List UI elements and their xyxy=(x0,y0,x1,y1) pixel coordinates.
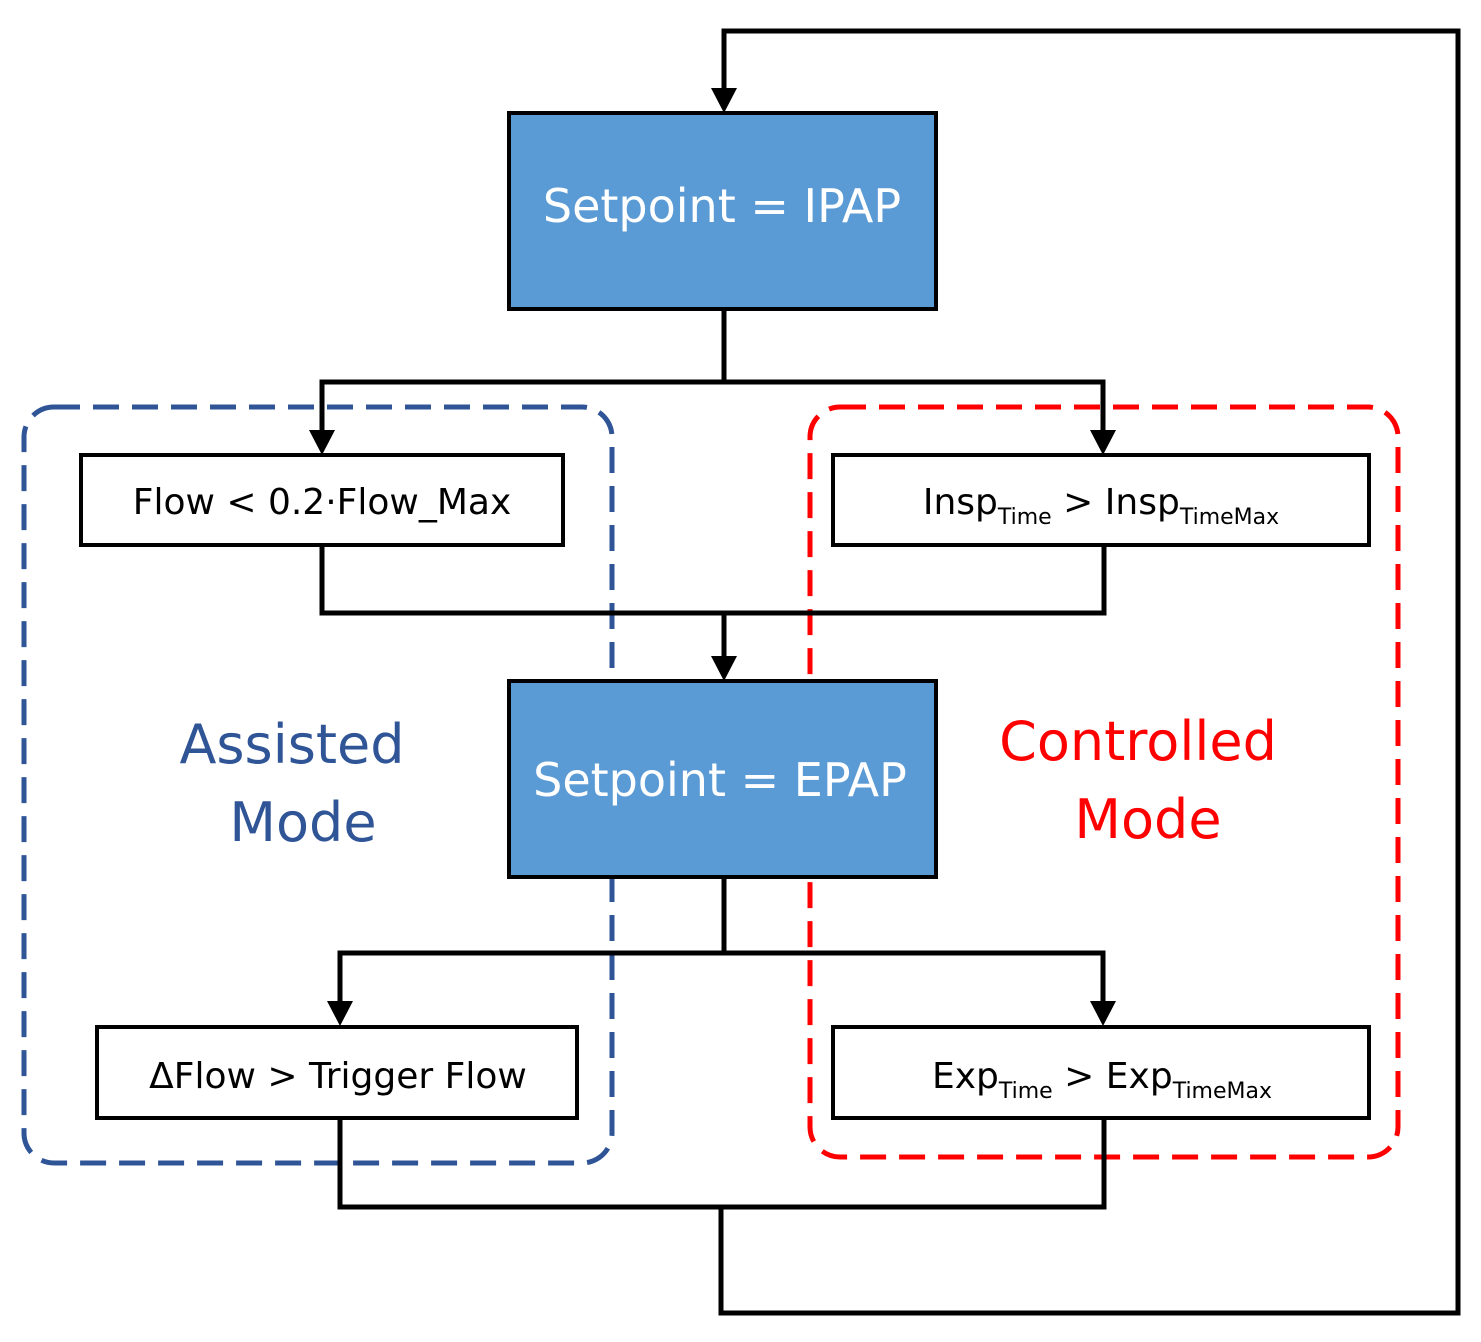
controlled-mode-line1: Controlled xyxy=(999,710,1277,773)
arrowhead-into-insp-condition xyxy=(1090,430,1116,455)
controlled-mode-line2: Mode xyxy=(1074,788,1221,851)
feedback-loop-connector xyxy=(718,28,1461,1316)
arrowhead-into-flow-condition xyxy=(309,430,335,455)
flow-condition-label: Flow < 0.2·Flow_Max xyxy=(133,482,512,523)
setpoint-ipap-node: Setpoint = IPAP xyxy=(507,111,938,311)
arrowhead-into-ipap xyxy=(711,88,737,113)
delta-flow-condition-node: ΔFlow > Trigger Flow xyxy=(95,1025,579,1120)
setpoint-ipap-label: Setpoint = IPAP xyxy=(543,179,901,233)
flow-condition-box xyxy=(79,453,565,547)
connectors xyxy=(309,28,1461,1316)
exp-condition-box xyxy=(831,1025,1371,1120)
exp-condition-label: ExpTime > ExpTimeMax xyxy=(932,1056,1272,1104)
setpoint-epap-node: Setpoint = EPAP xyxy=(507,679,938,879)
setpoint-ipap-box xyxy=(507,111,938,311)
controlled-mode-label: Controlled Mode xyxy=(999,710,1277,851)
assisted-mode-line2: Mode xyxy=(229,791,376,854)
insp-condition-node: InspTime > InspTimeMax xyxy=(831,453,1371,547)
insp-condition-box xyxy=(831,453,1371,547)
exp-condition-node: ExpTime > ExpTimeMax xyxy=(831,1025,1371,1120)
delta-flow-condition-label: ΔFlow > Trigger Flow xyxy=(149,1056,527,1097)
arrowhead-into-epap xyxy=(711,656,737,681)
assisted-mode-region xyxy=(21,404,615,1166)
assisted-mode-line1: Assisted xyxy=(179,713,404,776)
arrowhead-into-exp-condition xyxy=(1090,1001,1116,1026)
insp-condition-label: InspTime > InspTimeMax xyxy=(923,482,1279,530)
arrowhead-into-delta-flow-condition xyxy=(327,1001,353,1026)
expiration-merge-connector xyxy=(337,1118,1107,1210)
ipap-right-branch xyxy=(724,379,1106,432)
delta-flow-condition-box xyxy=(95,1025,579,1120)
assisted-mode-label: Assisted Mode xyxy=(179,713,404,854)
inspiration-merge-connector xyxy=(319,545,1107,616)
flow-condition-node: Flow < 0.2·Flow_Max xyxy=(79,453,565,547)
epap-left-branch xyxy=(337,950,724,1003)
setpoint-epap-label: Setpoint = EPAP xyxy=(533,753,907,807)
ipap-left-branch xyxy=(319,379,724,432)
setpoint-epap-box xyxy=(507,679,938,879)
epap-right-branch xyxy=(724,950,1106,1003)
